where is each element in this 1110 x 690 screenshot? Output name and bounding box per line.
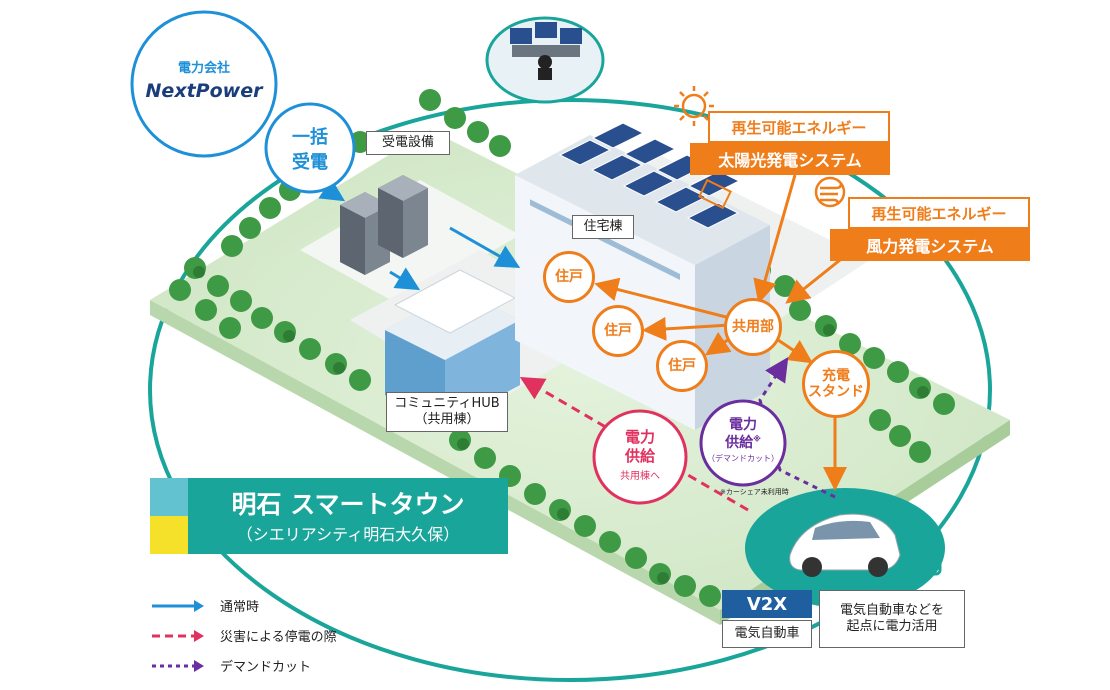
legend-disaster-arrow-icon bbox=[152, 629, 204, 642]
v2x-label: V2X bbox=[722, 590, 812, 618]
tree-group bbox=[169, 89, 955, 607]
wind-system-box: 風力発電システム bbox=[830, 229, 1030, 261]
supply-demand-mark: ※ bbox=[753, 434, 761, 444]
wind-icon bbox=[814, 176, 846, 208]
supply-demand-sub: （デマンドカット） bbox=[707, 454, 779, 463]
common-area-circle: 共用部 bbox=[724, 298, 782, 356]
town-title-panel bbox=[188, 478, 508, 554]
legend-demand-cut: デマンドカット bbox=[150, 656, 311, 675]
legend-disaster-label: 災害による停電の際 bbox=[220, 630, 337, 645]
legend-normal-arrow-icon bbox=[152, 599, 204, 612]
legend-disaster: 災害による停電の際 bbox=[150, 626, 337, 645]
control-room-icon bbox=[485, 16, 605, 104]
legend-demand-label: デマンドカット bbox=[220, 660, 312, 675]
ev-car-label: 電気自動車 bbox=[722, 620, 812, 648]
battery-icon bbox=[908, 524, 942, 576]
company-label: 電力会社 bbox=[177, 61, 230, 76]
town-title: 明石 スマートタウン bbox=[231, 490, 465, 519]
legend-normal-label: 通常時 bbox=[220, 600, 260, 615]
town-color-block-yellow bbox=[150, 516, 188, 554]
legend-normal: 通常時 bbox=[150, 596, 259, 615]
supply-hub-circle bbox=[592, 409, 688, 505]
hub-tag-line1: コミュニティHUB bbox=[394, 396, 500, 412]
town-subtitle: （シエリアシティ明石大久保） bbox=[236, 525, 460, 544]
supply-hub-sub: 共用棟へ bbox=[620, 471, 660, 482]
supply-demand-line1: 電力 bbox=[729, 417, 757, 433]
bulk-line2: 受電 bbox=[292, 152, 328, 173]
community-hub-building bbox=[385, 269, 520, 425]
power-company-circle bbox=[130, 10, 278, 158]
hub-tag-line2: （共用棟） bbox=[414, 412, 480, 427]
charging-line1: 充電 bbox=[822, 367, 850, 384]
solar-category-box: 再生可能エネルギー bbox=[708, 111, 890, 143]
substation-tag: 受電設備 bbox=[366, 131, 450, 155]
supply-demand-circle bbox=[699, 399, 787, 487]
substation-equipment bbox=[340, 175, 428, 275]
supply-hub-line1: 電力 bbox=[624, 428, 655, 446]
wind-category-box: 再生可能エネルギー bbox=[848, 197, 1030, 229]
charging-line2: スタンド bbox=[808, 384, 864, 400]
supply-demand-line2: 供給※ bbox=[712, 432, 774, 452]
v2x-desc-line2: 起点に電力活用 bbox=[846, 619, 938, 634]
demand-cut-arrow bbox=[758, 356, 836, 499]
unit-circle-1: 住戸 bbox=[543, 251, 595, 303]
v2x-description: 電気自動車などを 起点に電力活用 bbox=[819, 590, 965, 648]
bulk-receiving-circle bbox=[264, 102, 356, 194]
supply-demand-note: ※カーシェア未利用時 bbox=[720, 488, 789, 496]
charging-stand-circle: 充電 スタンド bbox=[802, 350, 870, 418]
bulk-line1: 一括 bbox=[292, 127, 328, 148]
town-boundary-ring bbox=[148, 98, 992, 682]
company-logo: NextPower bbox=[145, 80, 263, 102]
v2x-desc-line1: 電気自動車などを bbox=[839, 603, 944, 619]
legend-demand-arrow-icon bbox=[152, 659, 204, 672]
hub-tag: コミュニティHUB （共用棟） bbox=[386, 392, 508, 432]
residence-tag: 住宅棟 bbox=[572, 215, 634, 239]
ev-car-area bbox=[745, 488, 945, 608]
unit-circle-3: 住戸 bbox=[656, 340, 708, 392]
sun-icon bbox=[674, 86, 714, 126]
supply-demand-line2-text: 供給 bbox=[725, 435, 754, 451]
solar-system-box: 太陽光発電システム bbox=[690, 143, 890, 175]
unit-circle-2: 住戸 bbox=[592, 305, 644, 357]
supply-hub-line2: 供給 bbox=[624, 447, 655, 465]
town-color-block-cyan bbox=[150, 478, 188, 516]
disaster-supply-arrow bbox=[519, 376, 749, 512]
